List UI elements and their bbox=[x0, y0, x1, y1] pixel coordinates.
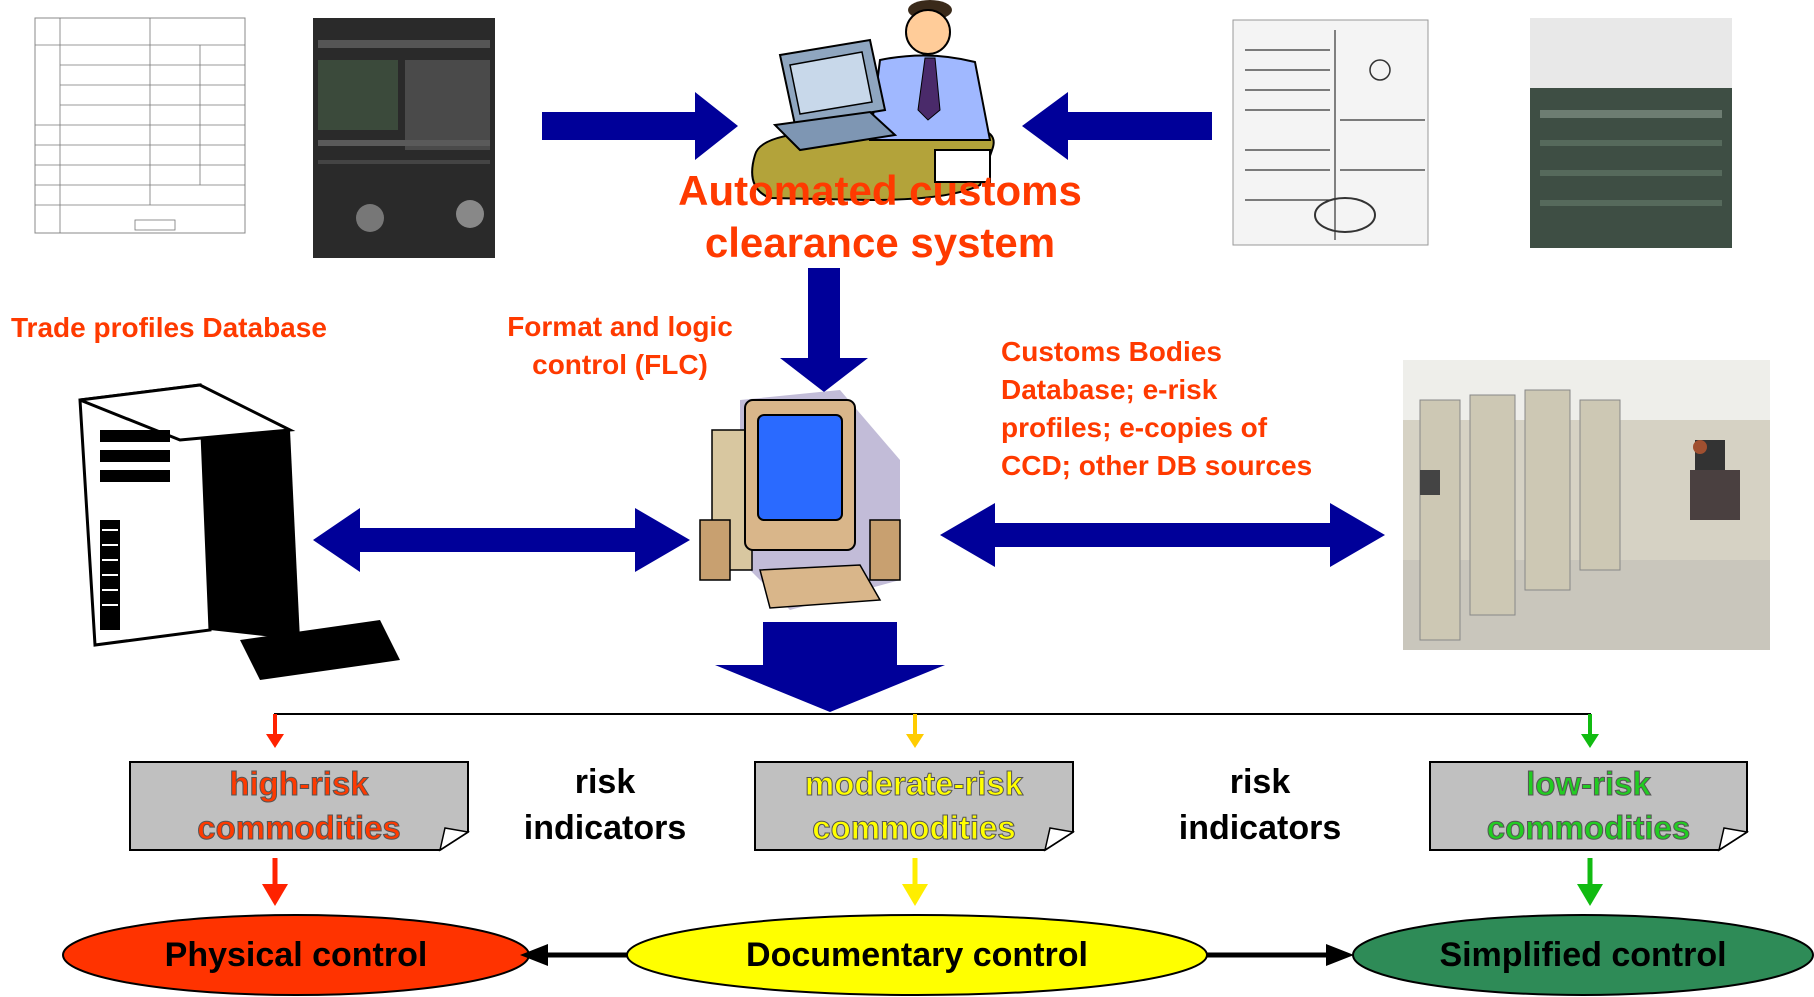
moderate-risk-box-shape bbox=[754, 761, 1076, 852]
double-arrow-left bbox=[313, 508, 690, 572]
server-tower-clipart bbox=[78, 383, 400, 680]
branch-arrow-moderate bbox=[906, 714, 924, 748]
risk-indicators-left-line2: indicators bbox=[523, 809, 687, 847]
branch-arrow-high bbox=[266, 714, 284, 748]
moderate-risk-box: moderate-risk commodities bbox=[755, 762, 1073, 850]
moderate-risk-line2: commodities bbox=[812, 809, 1017, 847]
physical-control-label: Physical control bbox=[164, 936, 428, 974]
high-risk-box-shape bbox=[129, 761, 471, 852]
arrow-down-to-flc bbox=[780, 268, 868, 392]
trade-profiles-label: Trade profiles Database bbox=[11, 312, 327, 343]
system-title-line2: clearance system bbox=[704, 219, 1056, 266]
flc-label: Format and logic control (FLC) bbox=[470, 308, 770, 384]
arrow-to-physical bbox=[262, 858, 288, 906]
operator-at-desk-clipart bbox=[751, 0, 995, 202]
documentary-control-label: Documentary control bbox=[746, 936, 1088, 974]
risk-indicators-left: risk indicators bbox=[505, 759, 705, 851]
arrow-to-simplified bbox=[1577, 858, 1603, 906]
branch-line bbox=[274, 713, 1591, 740]
simplified-control-label: Simplified control bbox=[1439, 936, 1727, 974]
arrow-down-to-branches bbox=[715, 622, 945, 712]
high-risk-box: high-risk commodities bbox=[130, 762, 468, 850]
scanned-document-image bbox=[1530, 18, 1732, 248]
arrow-documentary-to-simplified bbox=[1207, 944, 1354, 966]
cmr-document-image bbox=[1232, 19, 1429, 246]
risk-indicators-right: risk indicators bbox=[1160, 759, 1360, 851]
risk-indicators-right-line2: indicators bbox=[1178, 809, 1342, 847]
arrow-left-to-operator bbox=[1022, 92, 1212, 160]
scanned-certificate-image bbox=[313, 18, 495, 258]
customs-db-label-line4: CCD; other DB sources bbox=[1001, 450, 1313, 481]
flc-label-line2: control (FLC) bbox=[532, 349, 708, 380]
flc-label-line1: Format and logic bbox=[507, 311, 733, 342]
arrow-documentary-to-physical bbox=[520, 944, 627, 966]
arrow-right-to-operator bbox=[542, 92, 738, 160]
high-risk-line2: commodities bbox=[197, 809, 402, 847]
low-risk-line1: low-risk bbox=[1526, 765, 1652, 803]
low-risk-box-shape bbox=[1429, 761, 1750, 852]
low-risk-line2: commodities bbox=[1486, 809, 1691, 847]
server-room-photo bbox=[1403, 360, 1770, 650]
risk-indicators-right-line1: risk bbox=[1229, 763, 1291, 801]
system-title-line1: Automated customs bbox=[678, 167, 1082, 214]
high-risk-line1: high-risk bbox=[229, 765, 369, 803]
moderate-risk-line1: moderate-risk bbox=[804, 765, 1024, 803]
branch-arrow-low bbox=[1581, 714, 1599, 748]
risk-indicators-left-line1: risk bbox=[574, 763, 636, 801]
double-arrow-right bbox=[940, 503, 1385, 567]
low-risk-box: low-risk commodities bbox=[1430, 762, 1747, 850]
customs-db-label: Customs Bodies Database; e-risk profiles… bbox=[1001, 333, 1381, 485]
customs-db-label-line3: profiles; e-copies of bbox=[1001, 412, 1268, 443]
customs-db-label-line1: Customs Bodies bbox=[1001, 336, 1222, 367]
system-title: Automated customs clearance system bbox=[630, 165, 1130, 269]
workstation-computer-clipart bbox=[699, 390, 901, 610]
customs-declaration-form-image bbox=[34, 17, 246, 234]
customs-db-label-line2: Database; e-risk bbox=[1001, 374, 1218, 405]
arrow-to-documentary bbox=[902, 858, 928, 906]
